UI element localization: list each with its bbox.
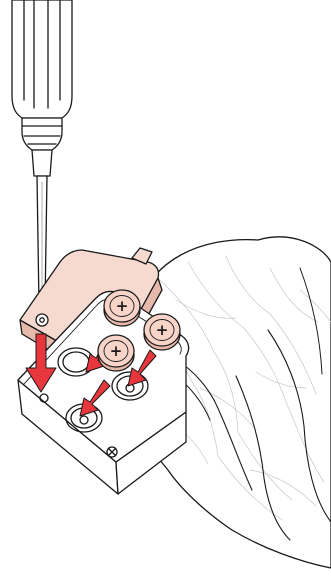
screwdriver-collar (22, 118, 62, 150)
cover-screw (36, 314, 48, 326)
battery-polarity-label: + (110, 342, 123, 360)
screwdriver-ferrule (32, 150, 52, 176)
battery-polarity-label: + (156, 321, 169, 339)
battery-polarity-label: + (116, 297, 129, 315)
screwdriver-handle (12, 0, 72, 118)
